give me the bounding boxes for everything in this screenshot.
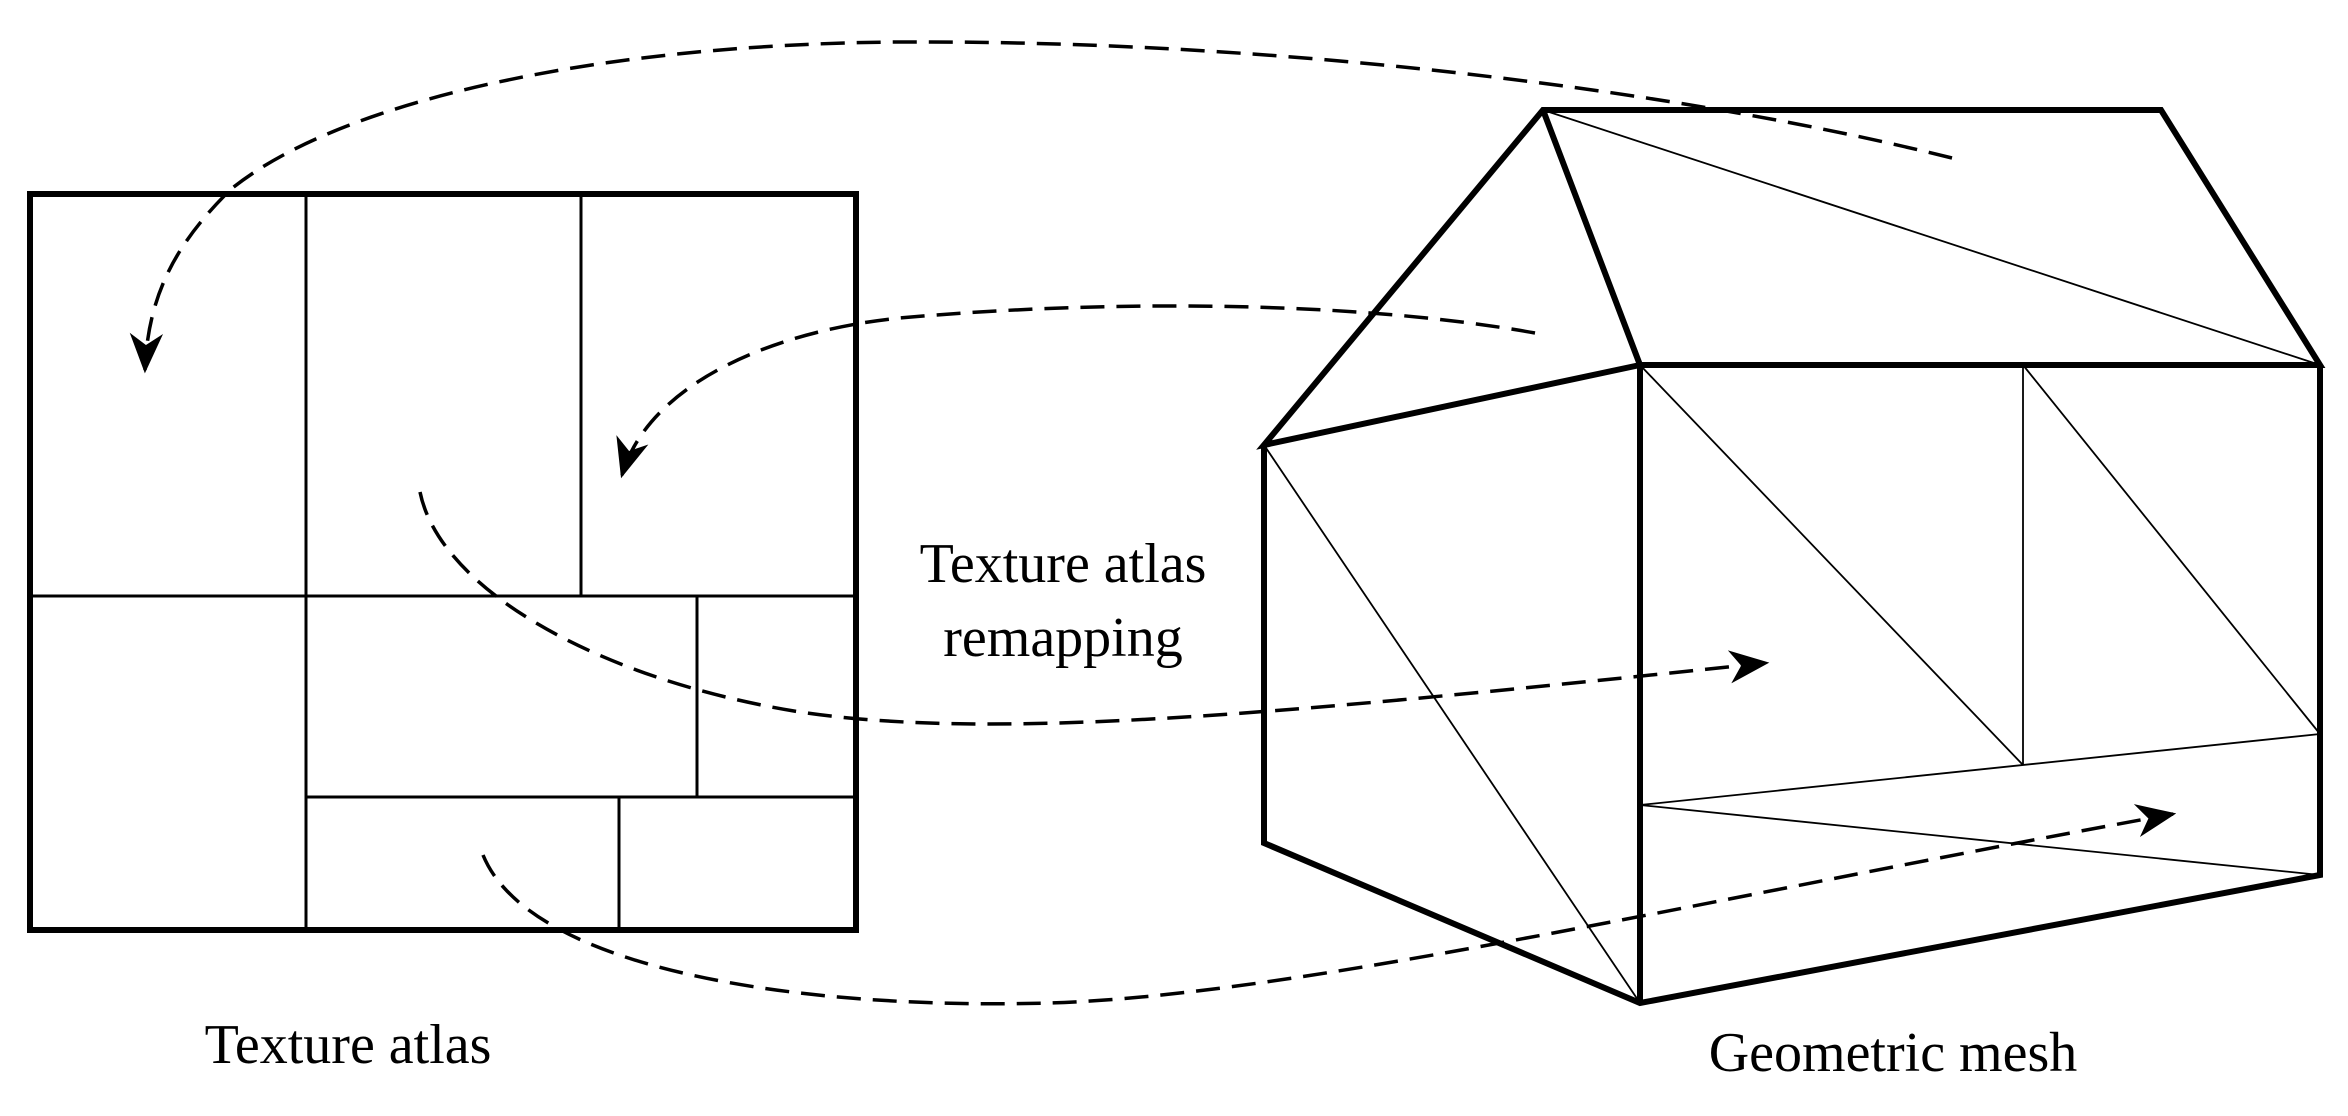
geometric-mesh-caption: Geometric mesh [1709,1022,2078,1084]
remapping-arrows [129,40,2177,1006]
remap-arrow [616,304,1536,479]
remapping-caption-line2: remapping [943,607,1182,669]
mesh-edge [1542,109,2321,366]
mesh-outline [1261,365,2323,1007]
atlas-border [27,191,859,933]
mesh-outline [1256,107,2326,450]
mesh-edge [1639,364,2024,766]
mesh-edge [1639,733,2321,806]
remap-arrow [129,40,1953,374]
mesh-edge [1263,444,1641,1004]
mesh-edge [1639,804,2321,876]
remap-arrow [481,804,2177,1006]
remapping-caption-line1: Texture atlas [920,533,1207,595]
texture-atlas [27,191,859,933]
mesh-edge [2022,364,2321,735]
texture-atlas-caption: Texture atlas [205,1014,492,1076]
geometric-mesh [1256,107,2326,1007]
